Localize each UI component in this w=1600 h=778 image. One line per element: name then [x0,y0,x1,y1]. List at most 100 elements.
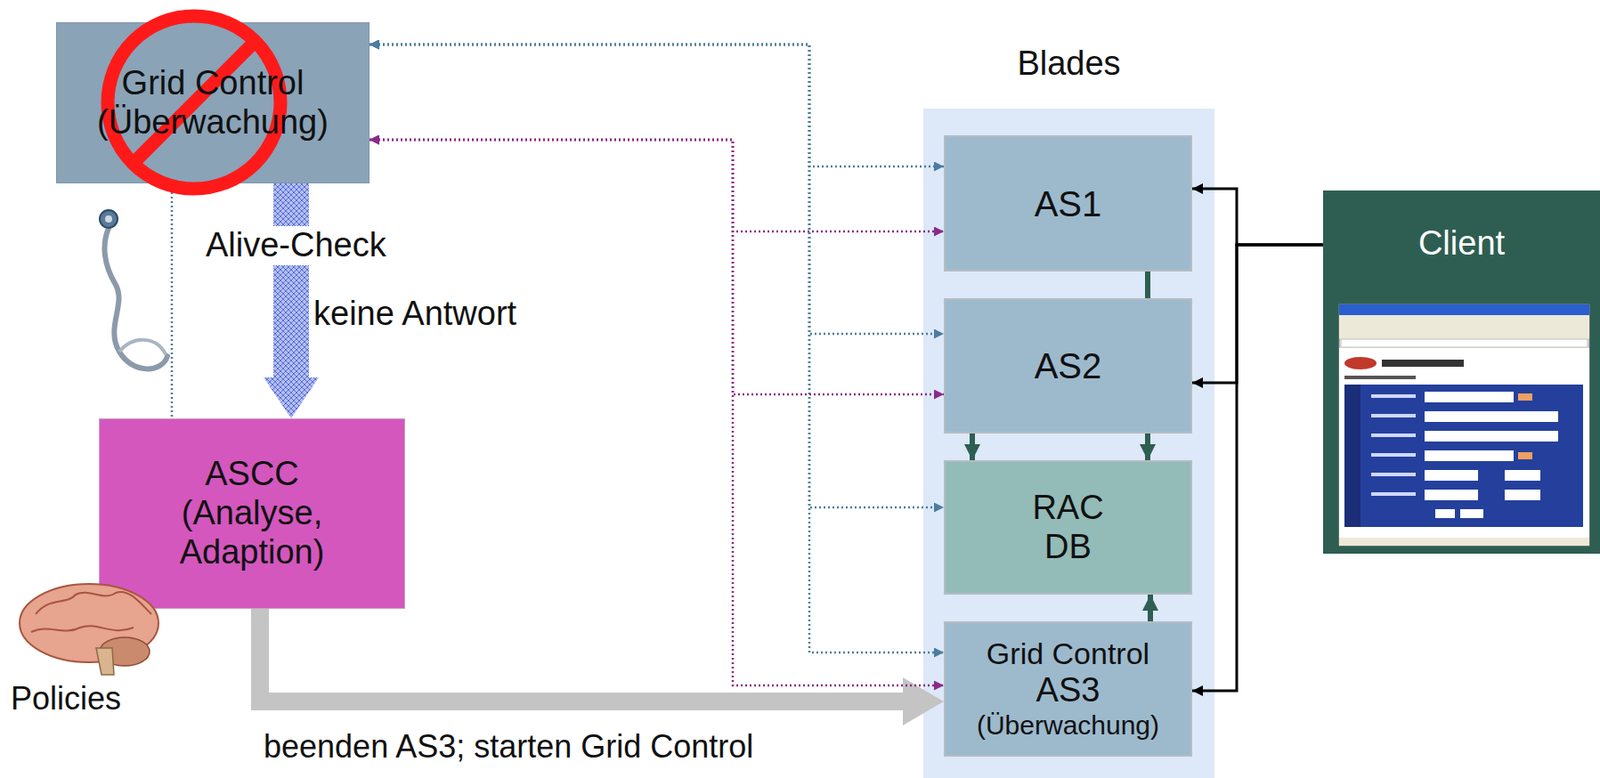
data-link [1147,271,1149,299]
node-label: RAC DB [1019,488,1118,567]
data-link [969,433,975,461]
node-label: Grid Control (Überwachung) [79,64,347,142]
monitor-link [369,44,944,653]
data-link [1145,433,1151,461]
server-box: AS2 [943,298,1193,434]
node-label: AS1 [1034,183,1103,225]
controller-box: ASCC (Analyse, Adaption) [98,418,406,610]
node-label: Client [1418,224,1505,264]
monitor-link [369,44,944,653]
browser-screenshot [1371,492,1416,496]
browser-screenshot [1339,304,1590,546]
signal-label: Alive-Check [202,226,390,266]
browser-screenshot [1371,433,1416,438]
node-label: ASCC (Analyse, Adaption) [158,454,346,572]
node-label: AS2 [1034,345,1103,387]
prohibition-sign [107,16,281,189]
browser-screenshot [1340,339,1588,348]
browser-screenshot [1371,414,1416,418]
browser-screenshot [1504,489,1541,501]
control-link [369,139,944,395]
browser-screenshot [1339,304,1590,316]
policy-label: Policies [10,680,122,717]
browser-screenshot [1518,393,1533,401]
node-label: AS3 [1036,671,1101,711]
node-label: (Überwachung) [976,710,1160,742]
monitor-link [171,183,173,419]
brain-icon [19,584,159,675]
browser-screenshot [1435,509,1455,519]
client-box: Client [1323,190,1600,554]
stethoscope-icon [99,210,168,369]
browser-screenshot [1381,359,1464,367]
brain-icon [35,592,152,615]
browser-screenshot [1339,537,1590,546]
action-arrow [259,609,903,702]
browser-screenshot [1371,472,1416,477]
stethoscope-icon [104,224,168,369]
monitor-link [369,44,944,508]
brain-icon [96,648,114,675]
monitor-link [369,44,944,334]
browser-screenshot [1344,375,1416,380]
control-link [369,139,944,395]
stethoscope-icon [99,210,118,228]
request-link [1192,244,1324,691]
blade-rack: BladesAS1AS2RAC DBGrid ControlAS3(Überwa… [923,108,1215,778]
monitor-link [369,44,944,508]
data-link [972,433,974,461]
browser-screenshot [1518,452,1533,460]
control-link [369,139,944,232]
data-link [1147,594,1154,622]
action-arrow [259,609,944,726]
data-link [1150,594,1152,622]
blade-rack-ground [923,108,1215,778]
prohibition-sign [107,16,281,189]
brain-icon [31,625,134,633]
data-link [1145,271,1151,299]
data-link [1147,433,1149,461]
browser-screenshot [1424,411,1559,423]
control-link [369,139,944,232]
edge-label: beenden AS3; starten Grid Control [263,728,754,765]
browser-screenshot [1504,470,1541,481]
browser-screenshot [1460,509,1484,519]
database-box: RAC DB [943,460,1193,595]
request-link [1192,188,1324,245]
alive-check-arrow [263,183,319,419]
monitor-box: Grid Control (Überwachung) [56,22,370,184]
monitor-link [369,44,944,334]
stethoscope-icon [105,215,113,223]
group-heading: Blades [923,44,1215,84]
browser-screenshot [1371,394,1416,398]
monitor-link [170,183,174,419]
monitor-link [369,44,944,167]
browser-screenshot [1424,391,1514,403]
browser-screenshot [1339,348,1590,538]
browser-screenshot [1344,357,1377,370]
browser-screenshot [1424,430,1559,442]
server-box: AS1 [943,135,1193,272]
brain-icon [99,637,150,666]
browser-screenshot [1344,384,1584,528]
request-link [1192,244,1324,691]
stethoscope-icon [119,340,166,355]
node-label: Grid Control [986,636,1150,672]
browser-screenshot [1424,470,1479,481]
arrow-head [263,377,319,419]
brain-icon [19,584,159,663]
request-link [1192,244,1324,383]
server-box: Grid ControlAS3(Überwachung) [943,621,1193,757]
request-link [1192,244,1324,383]
alive-check-arrow [273,183,309,378]
browser-screenshot [1339,304,1590,546]
control-link [369,139,944,686]
browser-screenshot [1424,489,1479,501]
prohibition-sign [132,40,256,164]
browser-screenshot [1371,453,1416,457]
browser-screenshot [1344,384,1361,528]
request-link [1192,188,1324,245]
signal-label: keine Antwort [313,294,517,334]
control-link [369,139,944,686]
